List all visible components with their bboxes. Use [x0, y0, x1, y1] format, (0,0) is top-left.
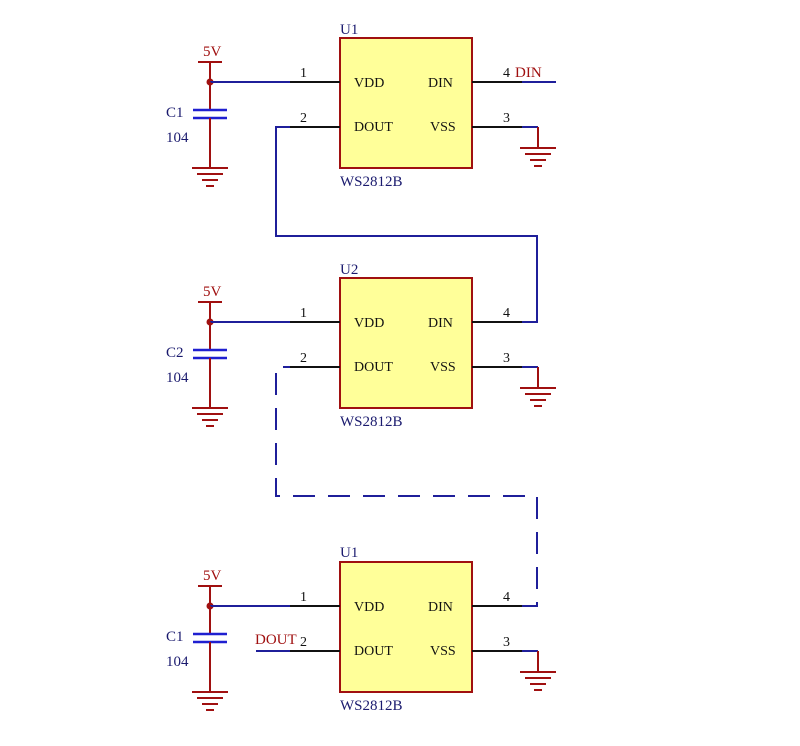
power-symbol-5v: 5V — [198, 284, 222, 322]
capacitor-ref: C2 — [166, 345, 184, 361]
pin-number-1: 1 — [300, 306, 307, 321]
pin-name-vdd: VDD — [354, 316, 384, 331]
power-label: 5V — [203, 44, 222, 60]
ground-symbol — [192, 167, 228, 187]
stage-3: 5V C1 104 U1 WS2812B VDD DIN DOUT VSS — [166, 545, 556, 714]
capacitor: C1 104 — [166, 606, 227, 692]
pin-number-3: 3 — [503, 635, 510, 650]
ic-chip[interactable]: U1 WS2812B VDD DIN DOUT VSS — [339, 22, 473, 190]
pin-name-dout: DOUT — [354, 644, 393, 659]
pin-name-din: DIN — [428, 76, 453, 91]
vss-ground — [520, 650, 556, 691]
chip-part: WS2812B — [340, 414, 403, 430]
pin-name-vss: VSS — [430, 360, 456, 375]
pin-name-vss: VSS — [430, 644, 456, 659]
dout1-to-din2-wire[interactable] — [275, 126, 538, 323]
pin-number-4: 4 — [503, 66, 510, 81]
chip-ref: U2 — [340, 262, 358, 278]
capacitor-value: 104 — [166, 654, 189, 670]
capacitor-value: 104 — [166, 370, 189, 386]
power-label: 5V — [203, 284, 222, 300]
ground-symbol — [192, 407, 228, 427]
chip-ref: U1 — [340, 22, 358, 38]
capacitor: C1 104 — [166, 82, 227, 168]
dout2-to-din3-dashed-wire[interactable] — [275, 366, 538, 607]
ic-chip[interactable]: U2 WS2812B VDD DIN DOUT VSS — [339, 262, 473, 430]
power-symbol-5v: 5V — [198, 568, 222, 606]
vss-ground — [520, 366, 556, 407]
pin-name-vdd: VDD — [354, 600, 384, 615]
power-symbol-5v: 5V — [198, 44, 222, 82]
pin-number-2: 2 — [300, 351, 307, 366]
chip-ref: U1 — [340, 545, 358, 561]
stage-1: 5V C1 104 U1 WS2812B VDD DIN DOUT — [166, 22, 556, 190]
pin-number-3: 3 — [503, 111, 510, 126]
pin-number-4: 4 — [503, 590, 510, 605]
pin-name-din: DIN — [428, 600, 453, 615]
capacitor: C2 104 — [166, 322, 227, 408]
chip-part: WS2812B — [340, 698, 403, 714]
pin-name-vss: VSS — [430, 120, 456, 135]
pin-name-dout: DOUT — [354, 120, 393, 135]
vss-ground — [520, 126, 556, 167]
pin-name-dout: DOUT — [354, 360, 393, 375]
pin-number-1: 1 — [300, 590, 307, 605]
stage-2: 5V C2 104 U2 WS2812B VDD DIN DOUT VSS — [166, 262, 556, 430]
pin-name-vdd: VDD — [354, 76, 384, 91]
pin-number-1: 1 — [300, 66, 307, 81]
pin-number-3: 3 — [503, 351, 510, 366]
pin-number-2: 2 — [300, 111, 307, 126]
capacitor-ref: C1 — [166, 629, 184, 645]
pin-number-4: 4 — [503, 306, 510, 321]
pin-name-din: DIN — [428, 316, 453, 331]
net-label-dout: DOUT — [255, 632, 297, 648]
chip-part: WS2812B — [340, 174, 403, 190]
capacitor-ref: C1 — [166, 105, 184, 121]
pin-number-2: 2 — [300, 635, 307, 650]
ic-chip[interactable]: U1 WS2812B VDD DIN DOUT VSS — [339, 545, 473, 714]
capacitor-value: 104 — [166, 130, 189, 146]
net-label-din: DIN — [515, 65, 542, 81]
ground-symbol — [192, 691, 228, 711]
power-label: 5V — [203, 568, 222, 584]
